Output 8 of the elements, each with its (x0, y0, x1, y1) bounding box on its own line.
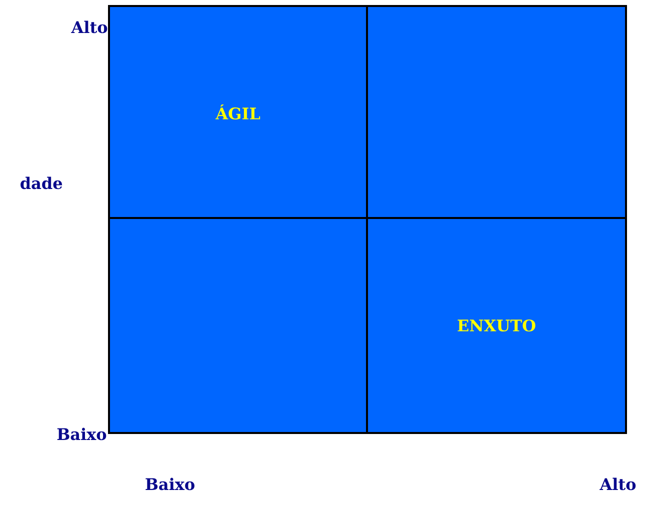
quadrant-cell (366, 5, 627, 219)
axis-label: Alto (600, 478, 636, 490)
quadrant-cell: ENXUTO (366, 217, 627, 434)
quadrant-cell: ÁGIL (108, 5, 368, 219)
axis-label: Baixo (146, 478, 194, 490)
axis-label: dade (20, 176, 62, 190)
quadrant-cell (108, 217, 368, 434)
axis-label: Baixo (57, 428, 106, 440)
